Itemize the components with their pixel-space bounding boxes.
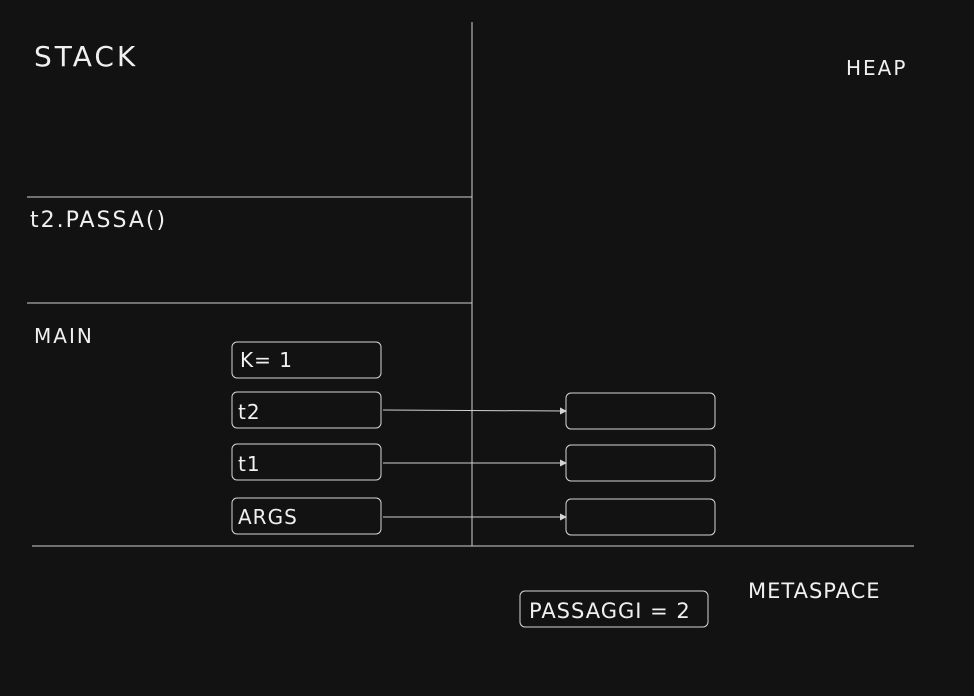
variable-label: ARGS bbox=[238, 505, 298, 529]
variable-box bbox=[231, 497, 382, 535]
variable-box bbox=[231, 391, 382, 429]
variable-label: t2 bbox=[238, 400, 261, 424]
frame-label-main: MAIN bbox=[34, 324, 94, 348]
metaspace-value: PASSAGGI = 2 bbox=[529, 599, 691, 623]
frame-label-passa: t2.PASSA() bbox=[30, 208, 167, 233]
variable-label: K= 1 bbox=[240, 348, 293, 372]
stack-title: STACK bbox=[34, 40, 138, 73]
heap-object-t2 bbox=[565, 392, 716, 430]
heap-object-t1 bbox=[565, 444, 716, 482]
metaspace-box bbox=[519, 590, 709, 628]
arrow-t2-to-heap bbox=[382, 407, 567, 415]
main-variable-k: K= 1 bbox=[231, 341, 382, 379]
main-variable-t2: t2 bbox=[231, 391, 382, 429]
main-variable-t1: t1 bbox=[231, 443, 382, 481]
heap-title: HEAP bbox=[846, 56, 907, 80]
heap-object-args bbox=[565, 498, 716, 536]
variable-label: t1 bbox=[238, 452, 261, 476]
metaspace-variable: PASSAGGI = 2 bbox=[519, 590, 709, 628]
variable-box bbox=[231, 341, 382, 379]
variable-box bbox=[231, 443, 382, 481]
main-variable-args: ARGS bbox=[231, 497, 382, 535]
metaspace-title: METASPACE bbox=[748, 579, 881, 603]
